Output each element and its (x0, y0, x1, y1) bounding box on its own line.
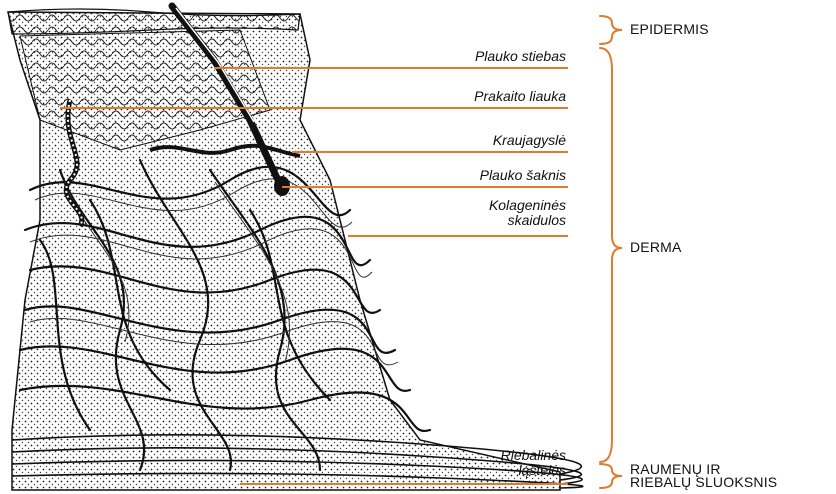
brace-dermis (600, 48, 622, 462)
label-blood-vessel: Kraujagyslė (493, 133, 566, 148)
label-hair-shaft: Plauko stiebas (475, 49, 566, 64)
brace-subcutis (600, 464, 622, 488)
label-subcutis: RAUMENŲ IR RIEBALŲ SLUOKSNIS (630, 463, 777, 489)
label-dermis: DERMA (630, 240, 682, 255)
label-sweat-gland: Prakaito liauka (474, 89, 566, 104)
brace-epidermis (600, 16, 622, 44)
label-collagen-fibres: Kolageninės skaidulos (489, 198, 566, 228)
label-fat-cells: Riebalinės ląstelės (501, 448, 566, 478)
label-epidermis: EPIDERMIS (630, 22, 709, 37)
label-hair-root: Plauko šaknis (480, 168, 566, 183)
layer-braces (600, 16, 622, 488)
